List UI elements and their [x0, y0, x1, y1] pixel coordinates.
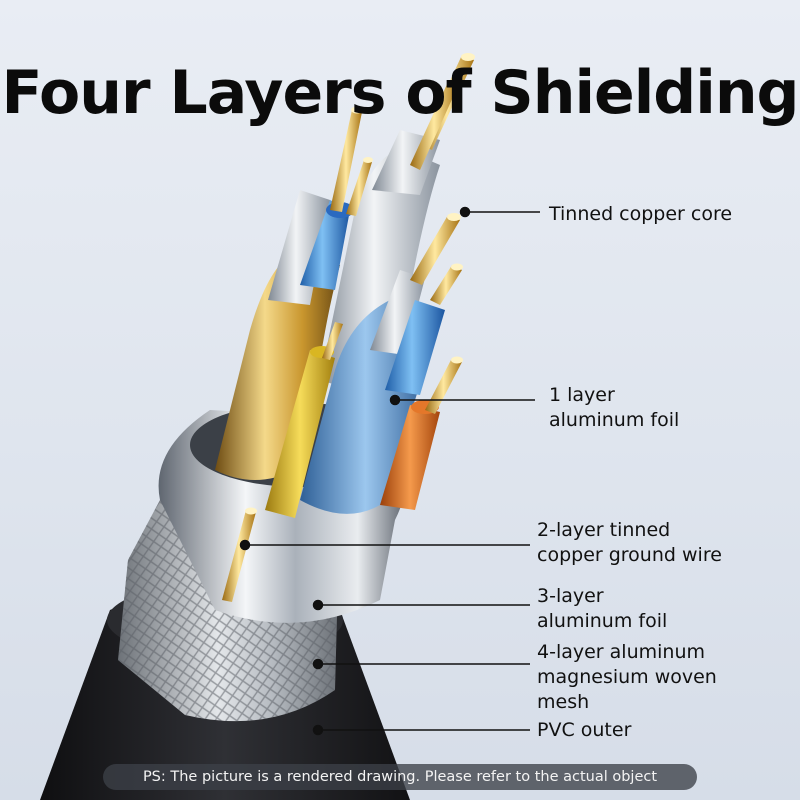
blue-foil-pair	[300, 270, 445, 514]
callout-3-layer-aluminum-foil: 3-layer aluminum foil	[537, 585, 668, 632]
disclaimer-footnote: PS: The picture is a rendered drawing. P…	[103, 764, 697, 790]
callout-pvc-outer: PVC outer	[537, 719, 632, 741]
tinned-copper-ground-wire	[222, 507, 257, 602]
callout-1-layer-aluminum-foil: 1 layer aluminum foil	[549, 384, 680, 431]
callout-2-layer-ground-wire: 2-layer tinned copper ground wire	[537, 519, 722, 566]
callout-4-layer-woven-mesh: 4-layer aluminum magnesium woven mesh	[537, 641, 717, 713]
page-title: Four Layers of Shielding	[1, 58, 800, 128]
tinned-copper-cores	[322, 53, 475, 414]
callout-tinned-copper-core: Tinned copper core	[549, 203, 733, 225]
callout-leaders	[239, 206, 540, 736]
